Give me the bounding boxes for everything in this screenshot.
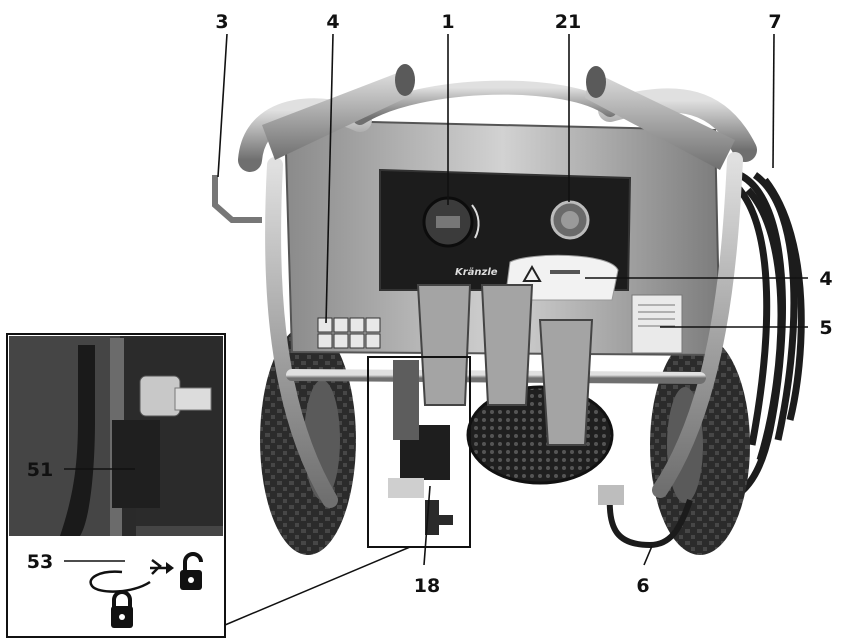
callout-21: 21 xyxy=(555,11,581,33)
type-plate xyxy=(631,294,683,354)
callout-5: 5 xyxy=(819,317,832,339)
callout-51: 51 xyxy=(27,459,53,481)
handle-tubes xyxy=(262,64,735,170)
callout-1: 1 xyxy=(441,11,454,33)
locked-padlock-icon xyxy=(111,590,133,628)
unlocked-padlock-icon xyxy=(180,552,203,590)
callout-4-top: 4 xyxy=(326,11,339,33)
water-inlet-valve[interactable] xyxy=(388,360,453,535)
panel-brand-label: Kränzle xyxy=(455,267,498,278)
callout-18: 18 xyxy=(414,575,440,597)
callout-7: 7 xyxy=(768,11,781,33)
drain-hose xyxy=(606,494,693,549)
callout-4-right: 4 xyxy=(819,268,832,290)
machine: Kränzle xyxy=(212,64,805,555)
side-pin xyxy=(212,175,262,223)
callout-3: 3 xyxy=(215,11,228,33)
leader-lines xyxy=(64,33,808,566)
right-wheel xyxy=(650,335,750,555)
warning-label xyxy=(504,254,619,301)
safety-pictograms xyxy=(317,317,381,349)
lance-holders xyxy=(416,284,594,446)
rotate-arrow-icon xyxy=(89,570,151,593)
detail-callout-box xyxy=(367,356,471,548)
callout-6: 6 xyxy=(636,575,649,597)
callout-53: 53 xyxy=(27,551,53,573)
